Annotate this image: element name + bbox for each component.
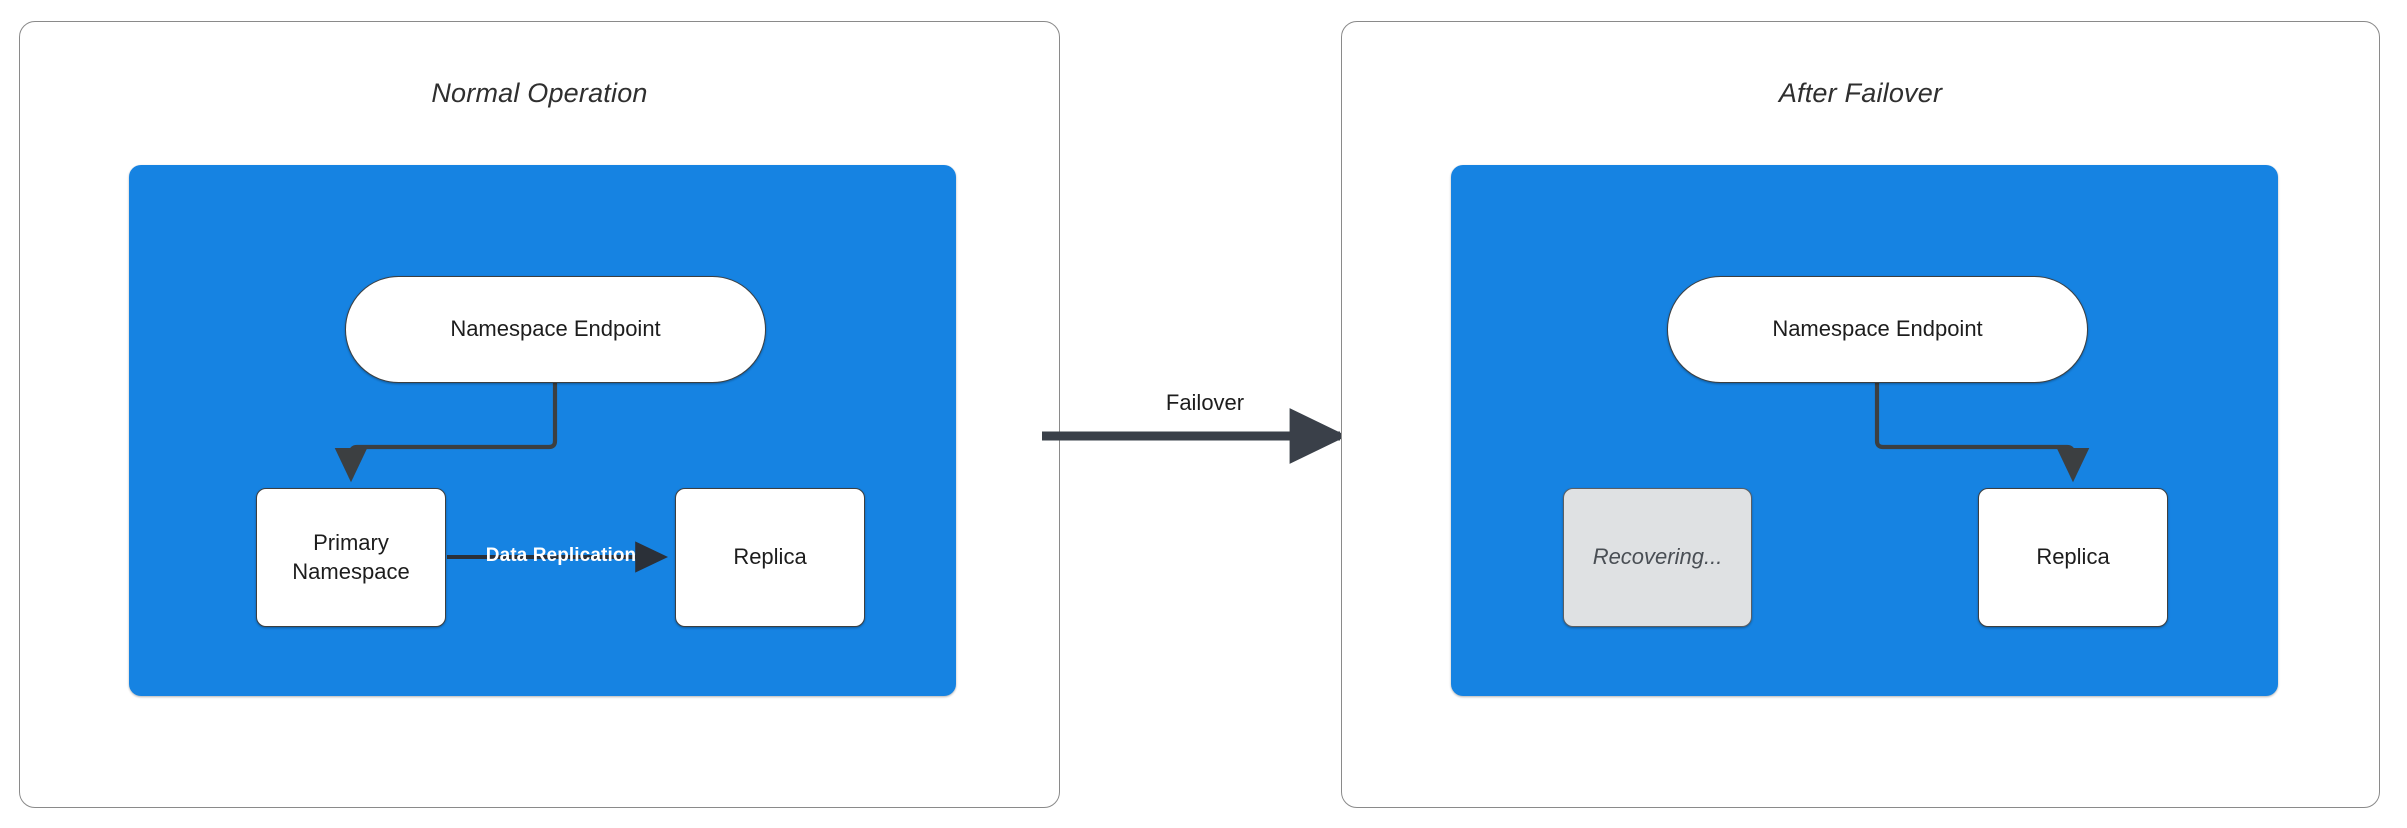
node-label-line1: Primary — [313, 529, 389, 555]
node-namespace-endpoint-failover[interactable]: Namespace Endpoint — [1667, 276, 2088, 383]
panel-normal-operation: Normal Operation Data Replicatio — [19, 21, 1060, 808]
node-label: Replica — [2036, 544, 2110, 570]
node-primary-namespace[interactable]: Primary Namespace — [256, 488, 446, 627]
connector-endpoint-to-replica — [1874, 383, 2090, 483]
node-label: Namespace Endpoint — [1772, 316, 1983, 342]
failover-transition: Failover — [1040, 390, 1370, 480]
panel-after-failover: After Failover Namespace Endpoint Recove… — [1341, 21, 2380, 808]
node-label: Recovering... — [1592, 544, 1723, 570]
region-normal-operation: Data Replication Namespace Endpoint Prim… — [129, 165, 956, 696]
node-label-multiline: Primary Namespace — [292, 529, 409, 586]
connector-endpoint-to-primary — [334, 383, 558, 483]
node-replica-failover[interactable]: Replica — [1978, 488, 2168, 627]
failover-label: Failover — [1165, 390, 1245, 415]
node-recovering[interactable]: Recovering... — [1563, 488, 1752, 627]
panel-title-after-failover: After Failover — [1778, 78, 1943, 108]
panel-title-normal-operation: Normal Operation — [431, 78, 648, 108]
node-namespace-endpoint-normal[interactable]: Namespace Endpoint — [345, 276, 766, 383]
node-replica-normal[interactable]: Replica — [675, 488, 865, 627]
node-label-line2: Namespace — [292, 558, 410, 584]
node-label: Namespace Endpoint — [450, 316, 661, 342]
region-after-failover: Namespace Endpoint Recovering... Replica — [1451, 165, 2278, 696]
edge-label-data-replication: Data Replication — [485, 545, 637, 566]
node-label: Replica — [733, 544, 807, 570]
